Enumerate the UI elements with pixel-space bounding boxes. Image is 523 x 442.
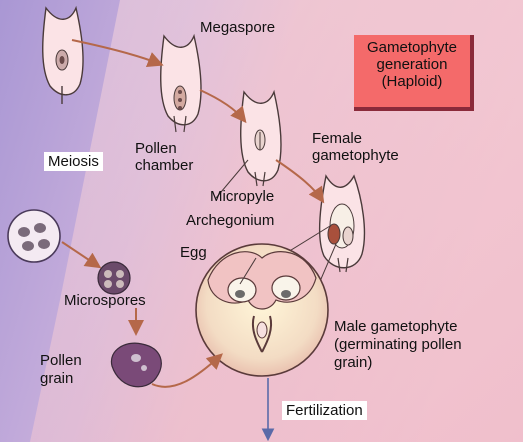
label-female-gametophyte-line1: Female [312,130,363,147]
ovule-stage-2 [160,33,202,133]
label-female-gametophyte-line2: gametophyte [312,147,399,164]
banner-line-3: (Haploid) [381,73,443,90]
pollen-grain-cell [110,342,162,388]
label-male-gametophyte-line2: (germinating pollen [334,336,462,353]
gametophyte-generation-banner: Gametophyte generation (Haploid) [354,35,474,111]
label-microspores: Microspores [64,292,146,309]
microspores-cell [97,261,131,295]
ovule-stage-3 [240,89,282,187]
egg-pointer [239,257,257,285]
label-megaspore: Megaspore [200,19,276,36]
label-pollen-chamber-line1: Pollen [135,140,177,157]
label-male-gametophyte-line3: grain) [334,354,373,371]
label-archegonium: Archegonium [186,212,275,229]
arrow-meiosis-to-megaspore [71,39,164,67]
label-meiosis: Meiosis [44,152,103,171]
ovule-stage-4 [318,174,366,273]
arrow-stage3-to-female [275,159,325,204]
label-pollen-grain-line1: Pollen [40,352,82,369]
arrow-pollen-to-archegonium [151,353,223,388]
label-pollen-grain-line2: grain [40,370,74,387]
micropyle-pointer [215,159,249,199]
banner-line-1: Gametophyte [366,39,458,56]
banner-line-2: generation [376,56,448,73]
label-egg: Egg [180,244,207,261]
label-fertilization: Fertilization [282,401,367,420]
label-micropyle: Micropyle [210,188,275,205]
microspore-mother-cell [7,209,61,263]
magnified-archegonium [195,243,329,377]
arrow-megaspore-to-stage3 [199,89,247,124]
label-male-gametophyte-line1: Male gametophyte [334,318,458,335]
label-pollen-chamber-line2: chamber [135,157,194,174]
ovule-stage-1 [42,5,84,104]
arrow-meiosis-to-microspores [61,241,102,269]
